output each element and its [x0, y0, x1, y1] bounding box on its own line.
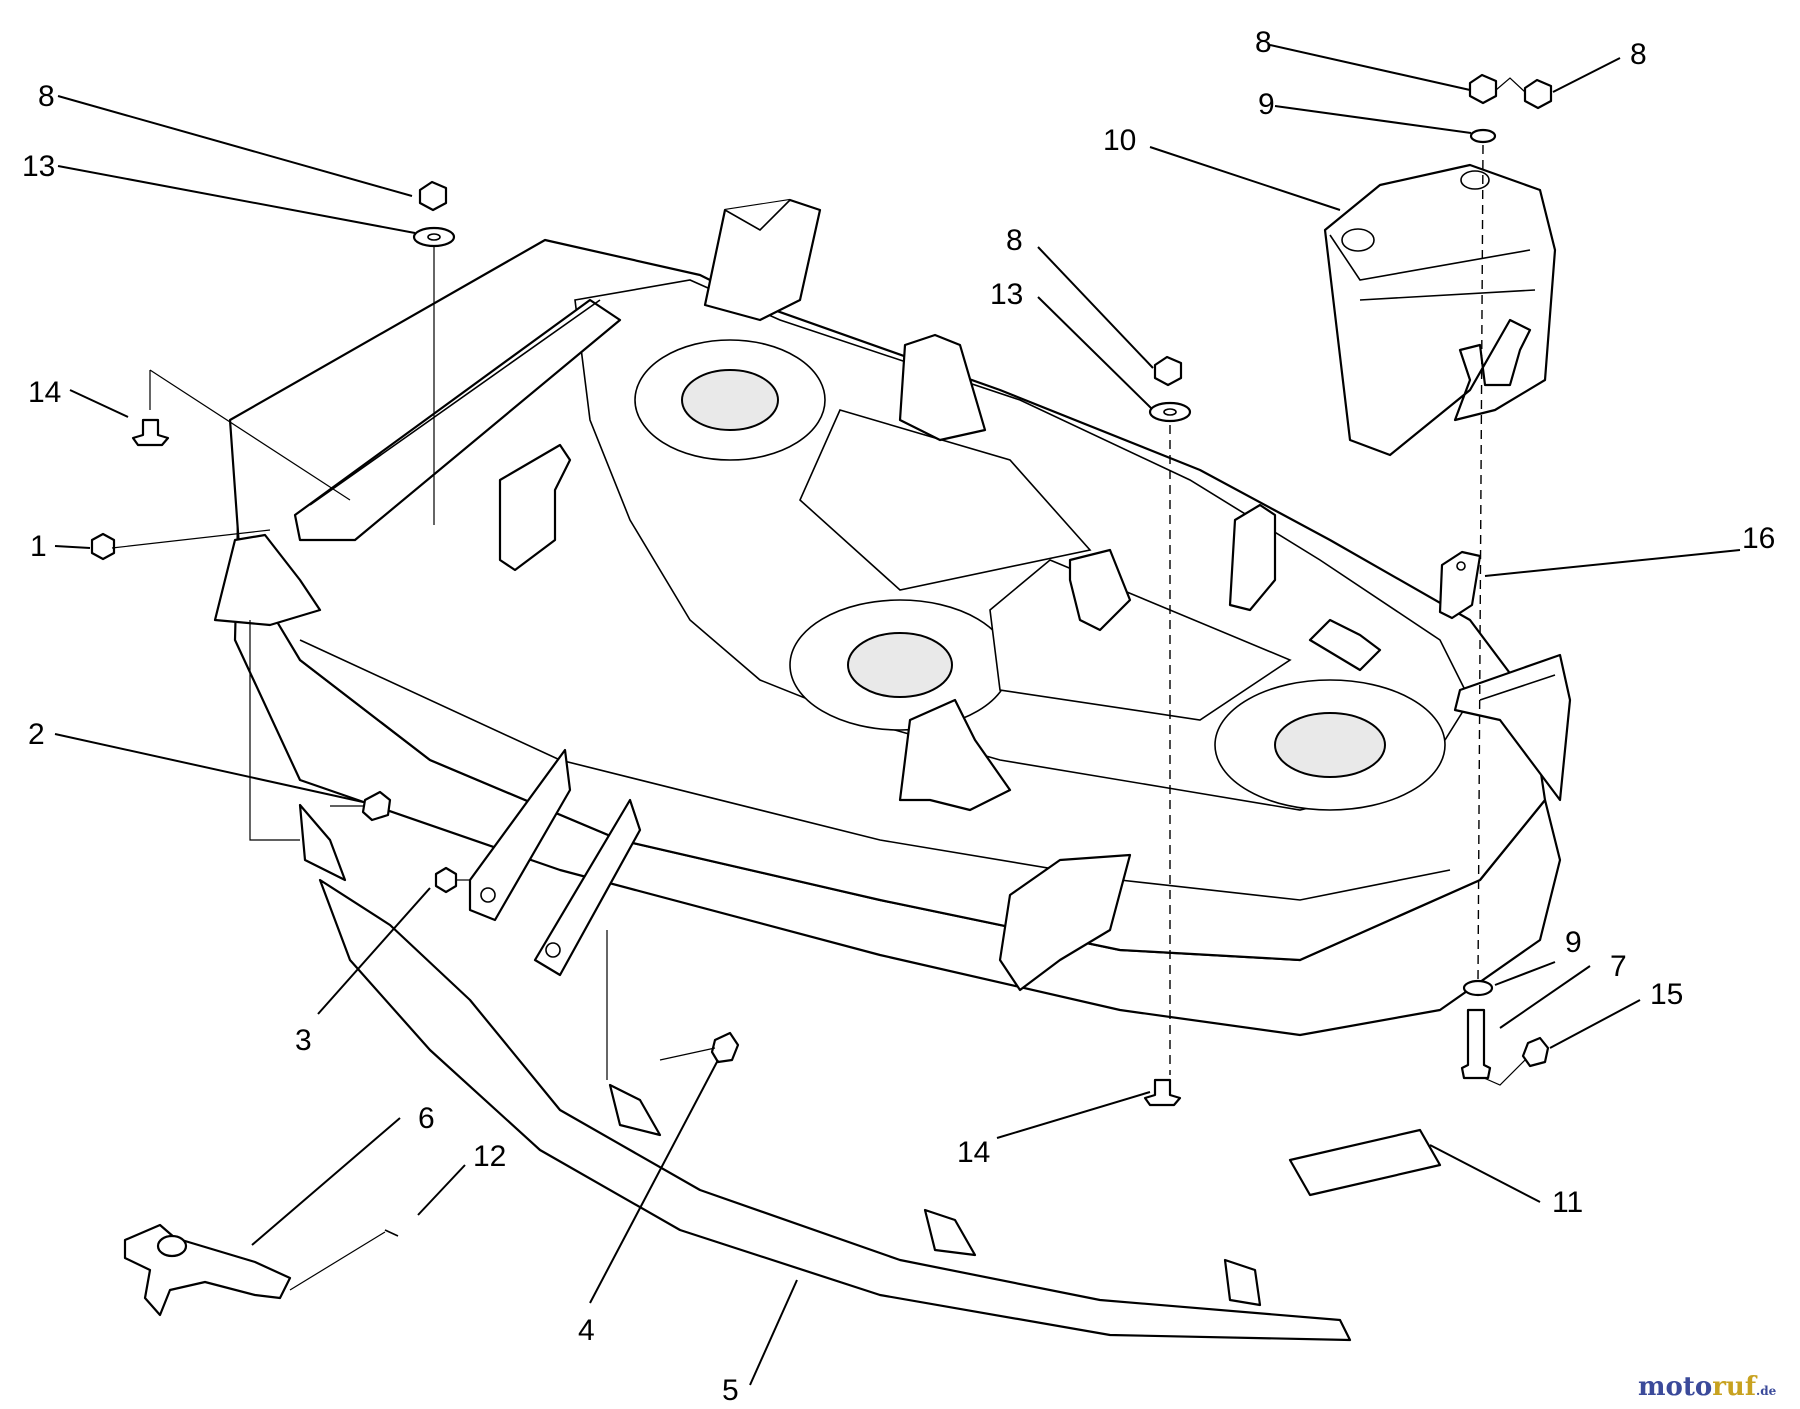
watermark-part1: moto: [1638, 1372, 1712, 1402]
deck-shroud: [1323, 163, 1557, 457]
svg-text:motoruf.de: motoruf.de: [1638, 1372, 1777, 1402]
callout-8-top-a: 8: [1255, 26, 1272, 59]
deck-brackets: [213, 198, 1572, 992]
callout-labels: 1 2 3 4 5 6 7 8 8 8 8 9 9 10 11 12 13 13…: [22, 26, 1775, 1407]
callout-2: 2: [28, 718, 45, 751]
assembly-guides: [111, 77, 1526, 1291]
callout-15: 15: [1650, 978, 1683, 1011]
callout-8-center: 8: [1006, 224, 1023, 257]
callout-16: 16: [1742, 522, 1775, 555]
callout-9-top: 9: [1258, 88, 1275, 121]
callout-13-center: 13: [990, 278, 1023, 311]
callout-4: 4: [578, 1314, 595, 1347]
callout-10: 10: [1103, 124, 1136, 157]
front-baffle: [298, 803, 1352, 1342]
callout-14-left: 14: [28, 376, 61, 409]
callout-8-left: 8: [38, 80, 55, 113]
hardware: [90, 73, 1553, 1317]
callout-11: 11: [1552, 1186, 1583, 1219]
watermark-part2: ruf: [1712, 1372, 1758, 1402]
callout-13-left: 13: [22, 150, 55, 183]
watermark-logo: motoruf.de: [1638, 1372, 1777, 1402]
callout-14-bottom: 14: [957, 1136, 990, 1169]
callout-5: 5: [722, 1374, 739, 1407]
callout-3: 3: [295, 1024, 312, 1057]
callout-8-top-b: 8: [1630, 38, 1647, 71]
callout-7: 7: [1610, 950, 1627, 983]
callout-9-bottom: 9: [1565, 926, 1582, 959]
callout-1: 1: [30, 530, 47, 563]
leader-lines: [54, 44, 1741, 1386]
callout-12: 12: [473, 1140, 506, 1173]
watermark-suffix: .de: [1756, 1384, 1777, 1398]
front-link-plates: [468, 748, 642, 977]
callout-6: 6: [418, 1102, 435, 1135]
